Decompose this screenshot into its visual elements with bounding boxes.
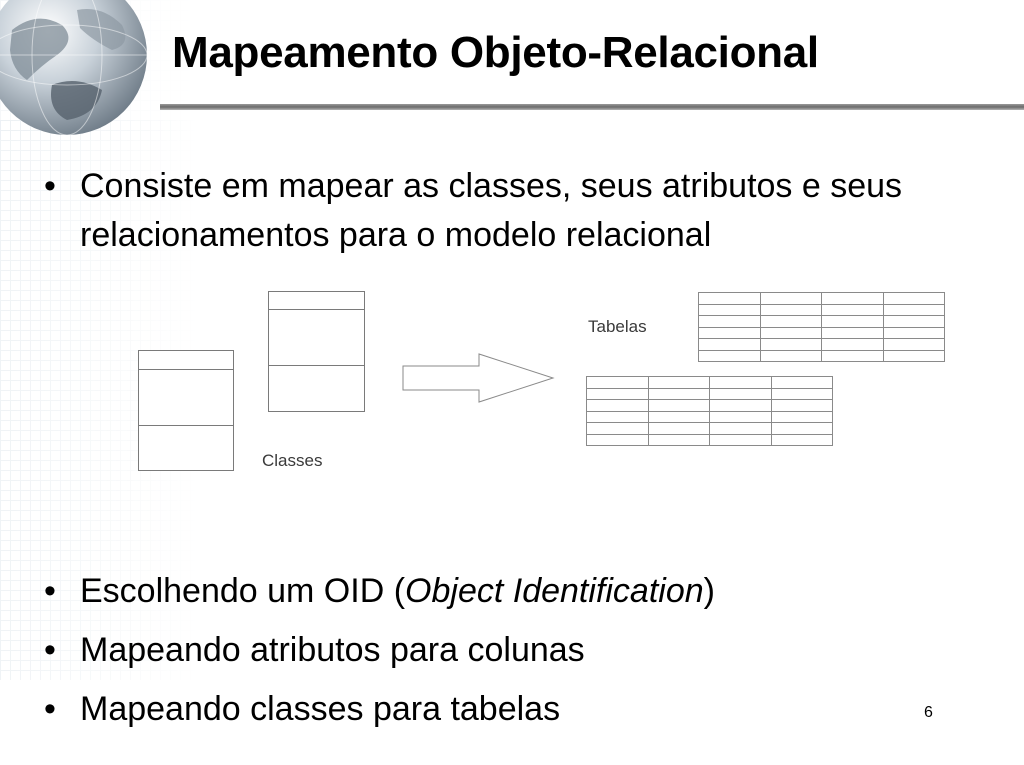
bullet-text: Escolhendo um OID ( — [80, 572, 406, 610]
table-cell — [587, 411, 649, 423]
table-cell — [710, 400, 772, 412]
table-cell — [883, 350, 945, 362]
table-cell — [771, 423, 833, 435]
title-divider — [160, 104, 1024, 110]
table-cell — [883, 304, 945, 316]
bullet-item: Mapeando classes para tabelas — [40, 680, 1000, 739]
table-cell — [822, 327, 884, 339]
table-cell — [822, 339, 884, 351]
table-cell — [699, 350, 761, 362]
arrow-icon — [402, 353, 555, 403]
table-cell — [771, 377, 833, 389]
table-cell — [587, 423, 649, 435]
table-cell — [883, 316, 945, 328]
slide-number: 6 — [924, 704, 933, 721]
table-cell — [822, 293, 884, 305]
table-cell — [760, 339, 822, 351]
bullet-list-bottom: Escolhendo um OID (Object Identification… — [40, 562, 1000, 739]
table-cell — [771, 434, 833, 446]
table-cell — [710, 423, 772, 435]
table-cell — [883, 339, 945, 351]
table-cell — [648, 400, 710, 412]
table-cell — [587, 377, 649, 389]
table-cell — [771, 411, 833, 423]
slide-title: Mapeamento Objeto-Relacional — [172, 28, 819, 77]
table-cell — [587, 434, 649, 446]
table-cell — [648, 434, 710, 446]
table-cell — [699, 304, 761, 316]
table-cell — [648, 411, 710, 423]
table-cell — [760, 350, 822, 362]
table-cell — [710, 411, 772, 423]
table-cell — [822, 304, 884, 316]
table-cell — [771, 388, 833, 400]
table-cell — [710, 388, 772, 400]
table-cell — [760, 327, 822, 339]
table-cell — [771, 400, 833, 412]
table-cell — [883, 327, 945, 339]
table-cell — [648, 388, 710, 400]
table-cell — [587, 388, 649, 400]
table-cell — [760, 316, 822, 328]
table-grid — [698, 292, 945, 362]
table-cell — [883, 293, 945, 305]
bullet-item: Consiste em mapear as classes, seus atri… — [40, 162, 1000, 260]
table-cell — [648, 423, 710, 435]
bullet-item: Mapeando atributos para colunas — [40, 621, 1000, 680]
class-box — [268, 291, 365, 412]
bullet-item: Escolhendo um OID (Object Identification… — [40, 562, 1000, 621]
table-cell — [699, 327, 761, 339]
bullet-list-top: Consiste em mapear as classes, seus atri… — [40, 162, 1000, 260]
table-grid — [586, 376, 833, 446]
table-cell — [648, 377, 710, 389]
table-cell — [710, 377, 772, 389]
table-cell — [699, 339, 761, 351]
table-cell — [710, 434, 772, 446]
table-cell — [699, 293, 761, 305]
class-box — [138, 350, 234, 471]
table-cell — [760, 293, 822, 305]
table-cell — [760, 304, 822, 316]
globe-icon — [0, 0, 148, 136]
bullet-text: ) — [703, 572, 715, 610]
table-cell — [822, 316, 884, 328]
table-cell — [822, 350, 884, 362]
bullet-text-italic: Object Identification — [405, 572, 704, 610]
classes-label: Classes — [262, 451, 323, 470]
tables-label: Tabelas — [588, 317, 647, 336]
table-cell — [699, 316, 761, 328]
table-cell — [587, 400, 649, 412]
